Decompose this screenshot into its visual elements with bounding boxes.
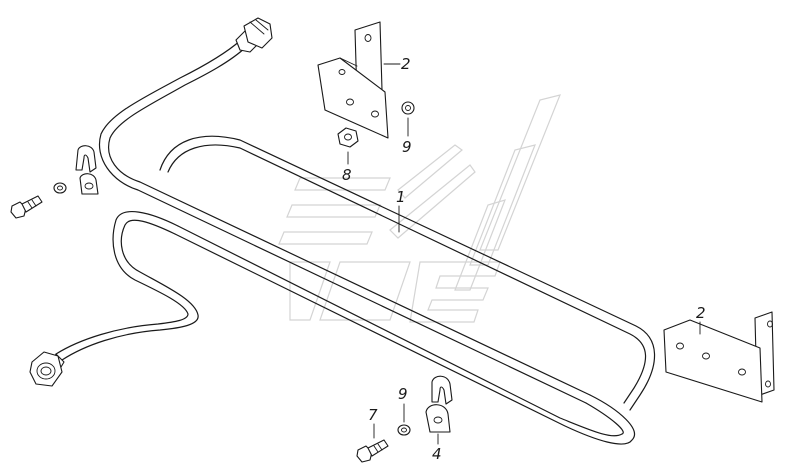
tube-fitting-bottom [29,351,65,387]
callout-8: 8 [342,166,352,184]
washer-left [53,182,67,194]
bracket-right [663,311,775,403]
bolt-bottom [356,423,389,463]
callout-1: 1 [396,188,406,206]
clamp-bottom [425,375,453,445]
nut [337,127,359,165]
clamp-left [75,145,99,195]
bolt-left [10,195,43,219]
callout-9-bottom: 9 [398,385,408,403]
callout-2-right: 2 [696,304,706,322]
washer-bottom [397,403,411,436]
callout-7: 7 [368,406,378,424]
tube-assembly [55,39,656,445]
washer-top [401,101,415,137]
callout-2-top: 2 [401,55,411,73]
callout-4: 4 [432,445,442,463]
callout-9-top: 9 [402,138,412,156]
watermark-logo [278,94,561,323]
tube-fitting-top [235,17,273,53]
bracket-top [317,21,401,139]
